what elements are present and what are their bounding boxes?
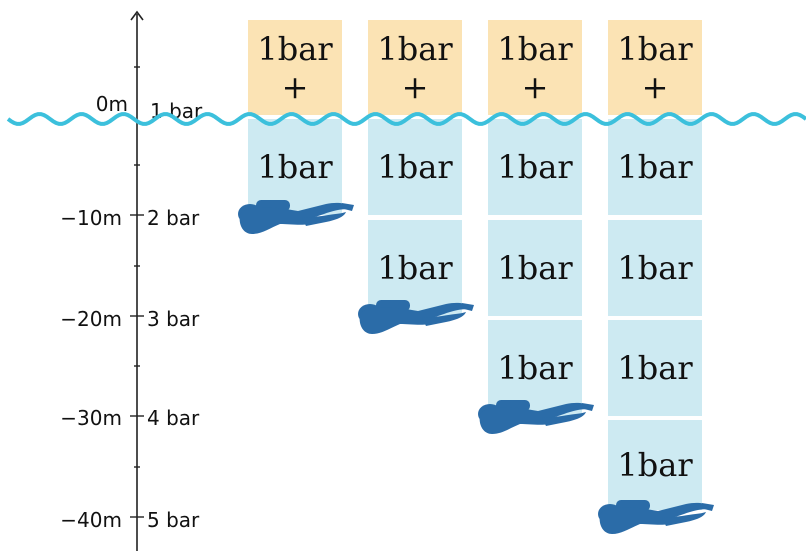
- atmosphere-box-plus: +: [281, 67, 309, 106]
- scuba-diver-icon: [478, 400, 594, 434]
- water-box-col4-row2: 1bar: [608, 220, 702, 316]
- depth-label-30m: −30m: [60, 406, 122, 430]
- pressure-label-2bar: 2 bar: [147, 206, 200, 230]
- scuba-diver-icon: [238, 200, 354, 234]
- water-box-col3-row3: 1bar: [488, 320, 582, 416]
- scuba-diver-icon: [598, 500, 714, 534]
- atmosphere-box-plus: +: [401, 67, 429, 106]
- depth-label-10m: −10m: [60, 206, 122, 230]
- water-box-label: 1bar: [377, 148, 453, 186]
- atmosphere-box-col4: 1bar +: [608, 20, 702, 115]
- pressure-label-4bar: 4 bar: [147, 406, 200, 430]
- water-box-label: 1bar: [497, 148, 573, 186]
- water-box-col1-row1: 1bar: [248, 119, 342, 215]
- water-box-label: 1bar: [617, 249, 693, 287]
- depth-axis-arrow-icon: [130, 10, 144, 21]
- depth-label-20m: −20m: [60, 307, 122, 331]
- scuba-diver-icon: [358, 300, 474, 334]
- water-box-label: 1bar: [497, 349, 573, 387]
- water-surface-wave: [6, 112, 806, 126]
- water-box-col4-row3: 1bar: [608, 320, 702, 416]
- water-box-col4-row1: 1bar: [608, 119, 702, 215]
- pressure-label-5bar: 5 bar: [147, 508, 200, 532]
- depth-label-40m: −40m: [60, 508, 122, 532]
- atmosphere-box-label: 1bar: [377, 29, 453, 68]
- water-box-col4-row4: 1bar: [608, 420, 702, 510]
- atmosphere-box-label: 1bar: [497, 29, 573, 68]
- water-box-label: 1bar: [617, 446, 693, 484]
- atmosphere-box-label: 1bar: [617, 29, 693, 68]
- atmosphere-box-plus: +: [521, 67, 549, 106]
- depth-label-0m: 0m: [95, 92, 128, 116]
- water-box-label: 1bar: [257, 148, 333, 186]
- atmosphere-box-col1: 1bar +: [248, 20, 342, 115]
- atmosphere-box-plus: +: [641, 67, 669, 106]
- water-box-label: 1bar: [497, 249, 573, 287]
- water-box-label: 1bar: [377, 249, 453, 287]
- water-box-label: 1bar: [617, 349, 693, 387]
- pressure-label-3bar: 3 bar: [147, 307, 200, 331]
- water-box-col2-row1: 1bar: [368, 119, 462, 215]
- water-box-col3-row1: 1bar: [488, 119, 582, 215]
- atmosphere-box-col3: 1bar +: [488, 20, 582, 115]
- atmosphere-box-col2: 1bar +: [368, 20, 462, 115]
- depth-axis-ticks: [130, 66, 144, 518]
- water-box-col3-row2: 1bar: [488, 220, 582, 316]
- water-box-label: 1bar: [617, 148, 693, 186]
- atmosphere-box-label: 1bar: [257, 29, 333, 68]
